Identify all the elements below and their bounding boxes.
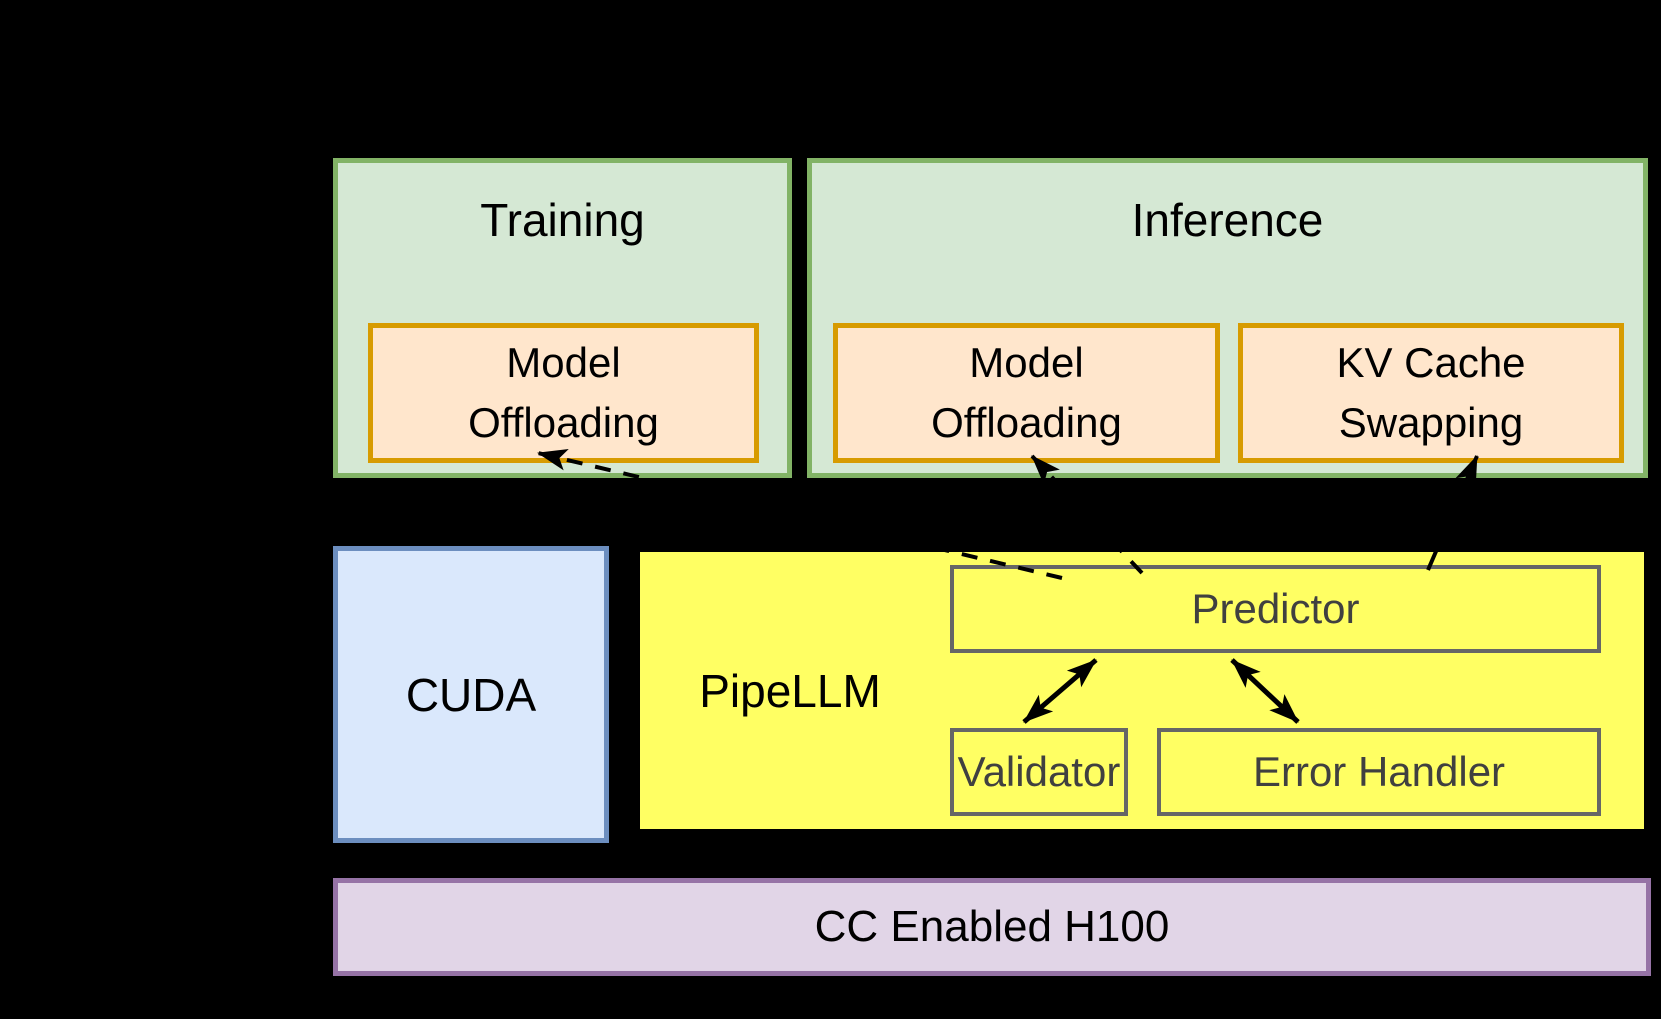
inference-model-offloading-box: Model Offloading [833,323,1220,463]
training-title: Training [480,194,645,246]
training-model-offloading-label-line2: Offloading [468,399,659,446]
inference-model-offloading-label-line1: Model [969,339,1084,386]
error-handler-label: Error Handler [1252,748,1506,795]
training-model-offloading-box: Model Offloading [368,323,759,463]
cc-enabled-h100-label: CC Enabled H100 [814,902,1170,951]
kv-cache-swapping-box: KV Cache Swapping [1238,323,1624,463]
validator-label: Validator [957,748,1121,795]
cuda-label: CUDA [405,668,537,721]
cc-enabled-h100-box: CC Enabled H100 [333,878,1651,976]
error-handler-box: Error Handler [1157,728,1601,816]
training-model-offloading-label-line1: Model [506,339,621,386]
predictor-box: Predictor [950,565,1601,653]
pipellm-label: PipeLLM [699,664,881,717]
inference-model-offloading-label-line2: Offloading [931,399,1122,446]
validator-box: Validator [950,728,1128,816]
kv-cache-swapping-label-line1: KV Cache [1336,339,1526,386]
predictor-label: Predictor [1191,585,1360,632]
inference-title: Inference [1131,194,1324,246]
cuda-box: CUDA [333,546,609,843]
kv-cache-swapping-label-line2: Swapping [1338,399,1524,446]
